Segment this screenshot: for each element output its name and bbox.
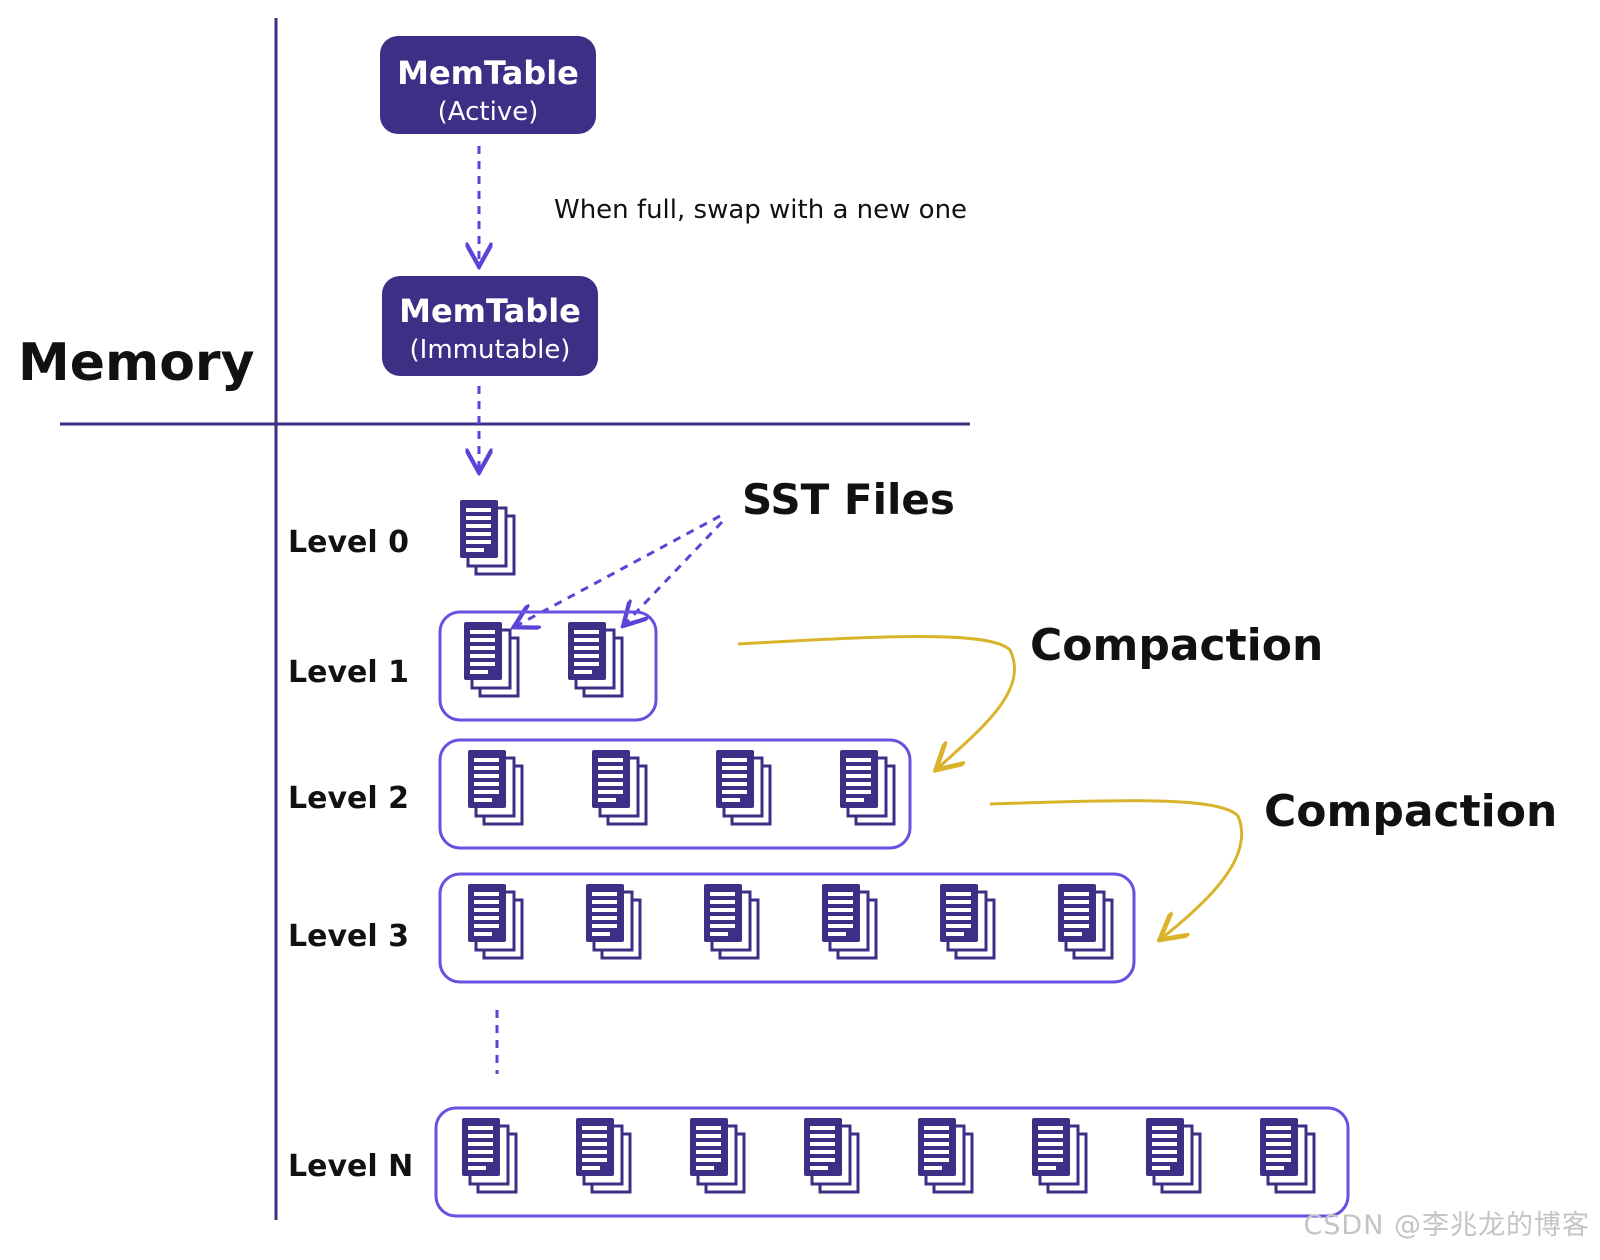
level-container: [434, 1106, 1350, 1218]
sst-arrow-left: [516, 514, 721, 626]
sst-file-stack-icon: [702, 882, 760, 960]
level-row: Level 1: [288, 610, 658, 722]
compaction-arrow-1: [737, 635, 1017, 769]
level-row: Level 3: [288, 872, 1136, 984]
level-container: [438, 872, 1136, 984]
compaction-label-2: Compaction: [1264, 786, 1557, 837]
sst-file-stack-icon: [458, 498, 516, 576]
sst-file-stack-icon: [590, 748, 648, 826]
sst-file-stack-icon: [1030, 1116, 1088, 1194]
level-label: Level N: [288, 1149, 413, 1184]
compaction-label-1: Compaction: [1030, 620, 1323, 671]
sst-file-stack-icon: [460, 1116, 518, 1194]
swap-note: When full, swap with a new one: [554, 195, 967, 225]
sst-arrow-right: [625, 520, 724, 624]
sst-files-label: SST Files: [742, 475, 955, 524]
watermark: CSDN @李兆龙的博客: [1303, 1210, 1590, 1241]
level-row: Level N: [288, 1106, 1350, 1218]
memtable-active-box: MemTable (Active): [380, 36, 596, 134]
level-container: [438, 610, 658, 722]
sst-file-stack-icon: [462, 620, 520, 698]
level-row: Level 0: [288, 498, 516, 576]
sst-file-stack-icon: [916, 1116, 974, 1194]
sst-file-stack-icon: [1258, 1116, 1316, 1194]
sst-file-stack-icon: [802, 1116, 860, 1194]
sst-file-stack-icon: [1056, 882, 1114, 960]
levels-group: Level 0 Level 1 Level 2 Level 3 Level N: [288, 498, 1350, 1218]
sst-file-stack-icon: [466, 748, 524, 826]
memtable-active-subtitle: (Active): [438, 97, 539, 127]
memtable-immutable-subtitle: (Immutable): [410, 335, 571, 365]
sst-file-stack-icon: [1144, 1116, 1202, 1194]
memtable-immutable-box: MemTable (Immutable): [382, 276, 598, 376]
sst-file-stack-icon: [466, 882, 524, 960]
sst-file-stack-icon: [838, 748, 896, 826]
sst-file-stack-icon: [688, 1116, 746, 1194]
level-container: [438, 738, 912, 850]
sst-file-stack-icon: [584, 882, 642, 960]
memory-label: Memory: [18, 333, 254, 393]
level-label: Level 3: [288, 919, 409, 954]
sst-file-stack-icon: [938, 882, 996, 960]
level-row: Level 2: [288, 738, 912, 850]
compaction-arrow-2: [989, 799, 1244, 938]
memtable-active-title: MemTable: [397, 54, 579, 92]
level-label: Level 0: [288, 525, 409, 560]
sst-file-stack-icon: [714, 748, 772, 826]
sst-file-stack-icon: [820, 882, 878, 960]
memtable-immutable-title: MemTable: [399, 292, 581, 330]
sst-file-stack-icon: [574, 1116, 632, 1194]
sst-file-stack-icon: [566, 620, 624, 698]
level-label: Level 1: [288, 655, 409, 690]
level-label: Level 2: [288, 781, 409, 816]
